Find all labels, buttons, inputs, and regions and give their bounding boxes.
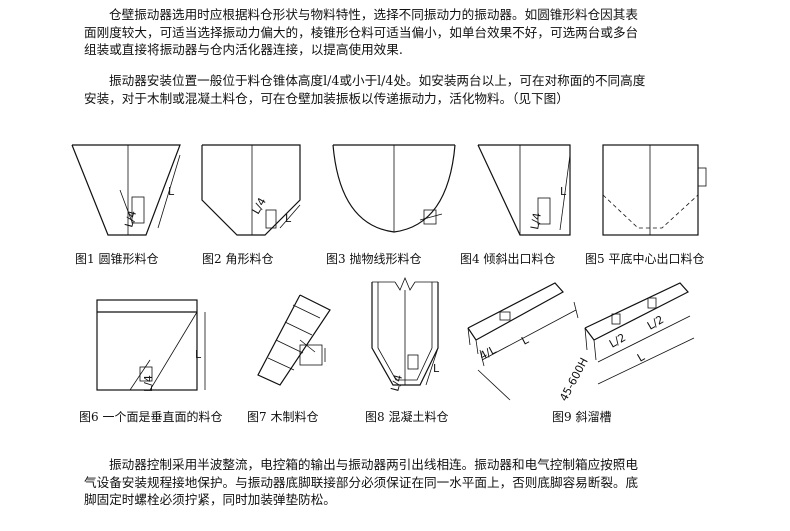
label-l: L (195, 348, 202, 361)
figure-1-conical-silo: L L/4 (71, 144, 181, 236)
label-l4: L/4 (142, 375, 155, 392)
install-paragraph: 振动器安装位置一般位于料仓锥体高度l/4或小于l/4处。如安装两台以上，可在对称… (84, 72, 724, 107)
figure-caption: 图6 一个面是垂直面的料仓 (79, 410, 223, 424)
figure-caption: 图7 木制料仓 (247, 410, 319, 424)
label-l: L (285, 212, 292, 225)
label-l4: L/4 (122, 209, 139, 229)
text-line: 脚固定时螺栓必须拧紧，同时加装弹垫防松。 (84, 492, 336, 507)
figure-6-vertical-wall-silo: L L/4 (96, 299, 206, 392)
figure-caption: 图2 角形料仓 (202, 252, 274, 266)
text-line: 振动器控制采用半波整流，电控箱的输出与振动器两引出线相连。振动器和电气控制箱应按… (109, 457, 638, 472)
figure-4-inclined-outlet-silo: L L/4 (477, 144, 571, 236)
label-l: L (433, 362, 440, 375)
control-paragraph: 振动器控制采用半波整流，电控箱的输出与振动器两引出线相连。振动器和电气控制箱应按… (84, 456, 724, 509)
figure-caption: 图9 斜溜槽 (552, 410, 612, 424)
text-line: 面刚度较大，可适当选择振动力偏大的，棱锥形仓料可适当偏小，如单台效果不好，可选两… (84, 24, 639, 40)
figure-2-angular-silo: L/4 L (201, 144, 301, 236)
label-height: 45-600H (557, 356, 591, 404)
figure-9-chute-left: 4/L L (467, 282, 579, 401)
text-line: 气设备安装规程接地保护。与振动器底脚联接部分必须保证在同一水平面上，否则底脚容易… (84, 474, 639, 490)
intro-paragraph: 仓壁振动器选用时应根据料仓形状与物料特性，选择不同振动力的振动器。如圆锥形料仓因… (84, 6, 724, 59)
label-l: L (168, 185, 175, 198)
label-l4: 4/L (477, 343, 499, 363)
label-l2: L/2 (607, 331, 628, 351)
figure-caption: 图3 抛物线形料仓 (326, 252, 422, 266)
text-line: 仓壁振动器选用时应根据料仓形状与物料特性，选择不同振动力的振动器。如圆锥形料仓因… (109, 7, 638, 22)
text-line: 安装，对于木制或混凝土料仓，可在仓壁加装振板以传递振动力，活化物料。（见下图） (84, 90, 569, 106)
figure-caption: 图5 平底中心出口料仓 (585, 252, 705, 266)
figure-5-flat-bottom-silo (602, 144, 707, 236)
text-line: 振动器安装位置一般位于料仓锥体高度l/4或小于l/4处。如安装两台以上，可在对称… (109, 73, 646, 88)
text-line: 组装或直接将振动器与仓内活化器连接，以提高使用效果. (84, 42, 403, 57)
label-l: L (519, 333, 531, 348)
label-l4: L/4 (388, 373, 405, 393)
figure-caption: 图8 混凝土料仓 (365, 410, 449, 424)
figure-8-concrete-silo: L L/4 (371, 276, 440, 393)
figure-9-chute-right: L/2 L/2 L 45-600H (557, 282, 695, 404)
label-l4: L/4 (528, 212, 544, 231)
figure-7-wooden-silo (257, 294, 331, 386)
label-l: L (635, 350, 648, 365)
figure-3-parabolic-silo (332, 144, 456, 233)
figure-caption: 图1 圆锥形料仓 (75, 252, 159, 266)
figure-caption: 图4 倾斜出口料仓 (460, 252, 556, 266)
label-l: L (560, 185, 567, 198)
